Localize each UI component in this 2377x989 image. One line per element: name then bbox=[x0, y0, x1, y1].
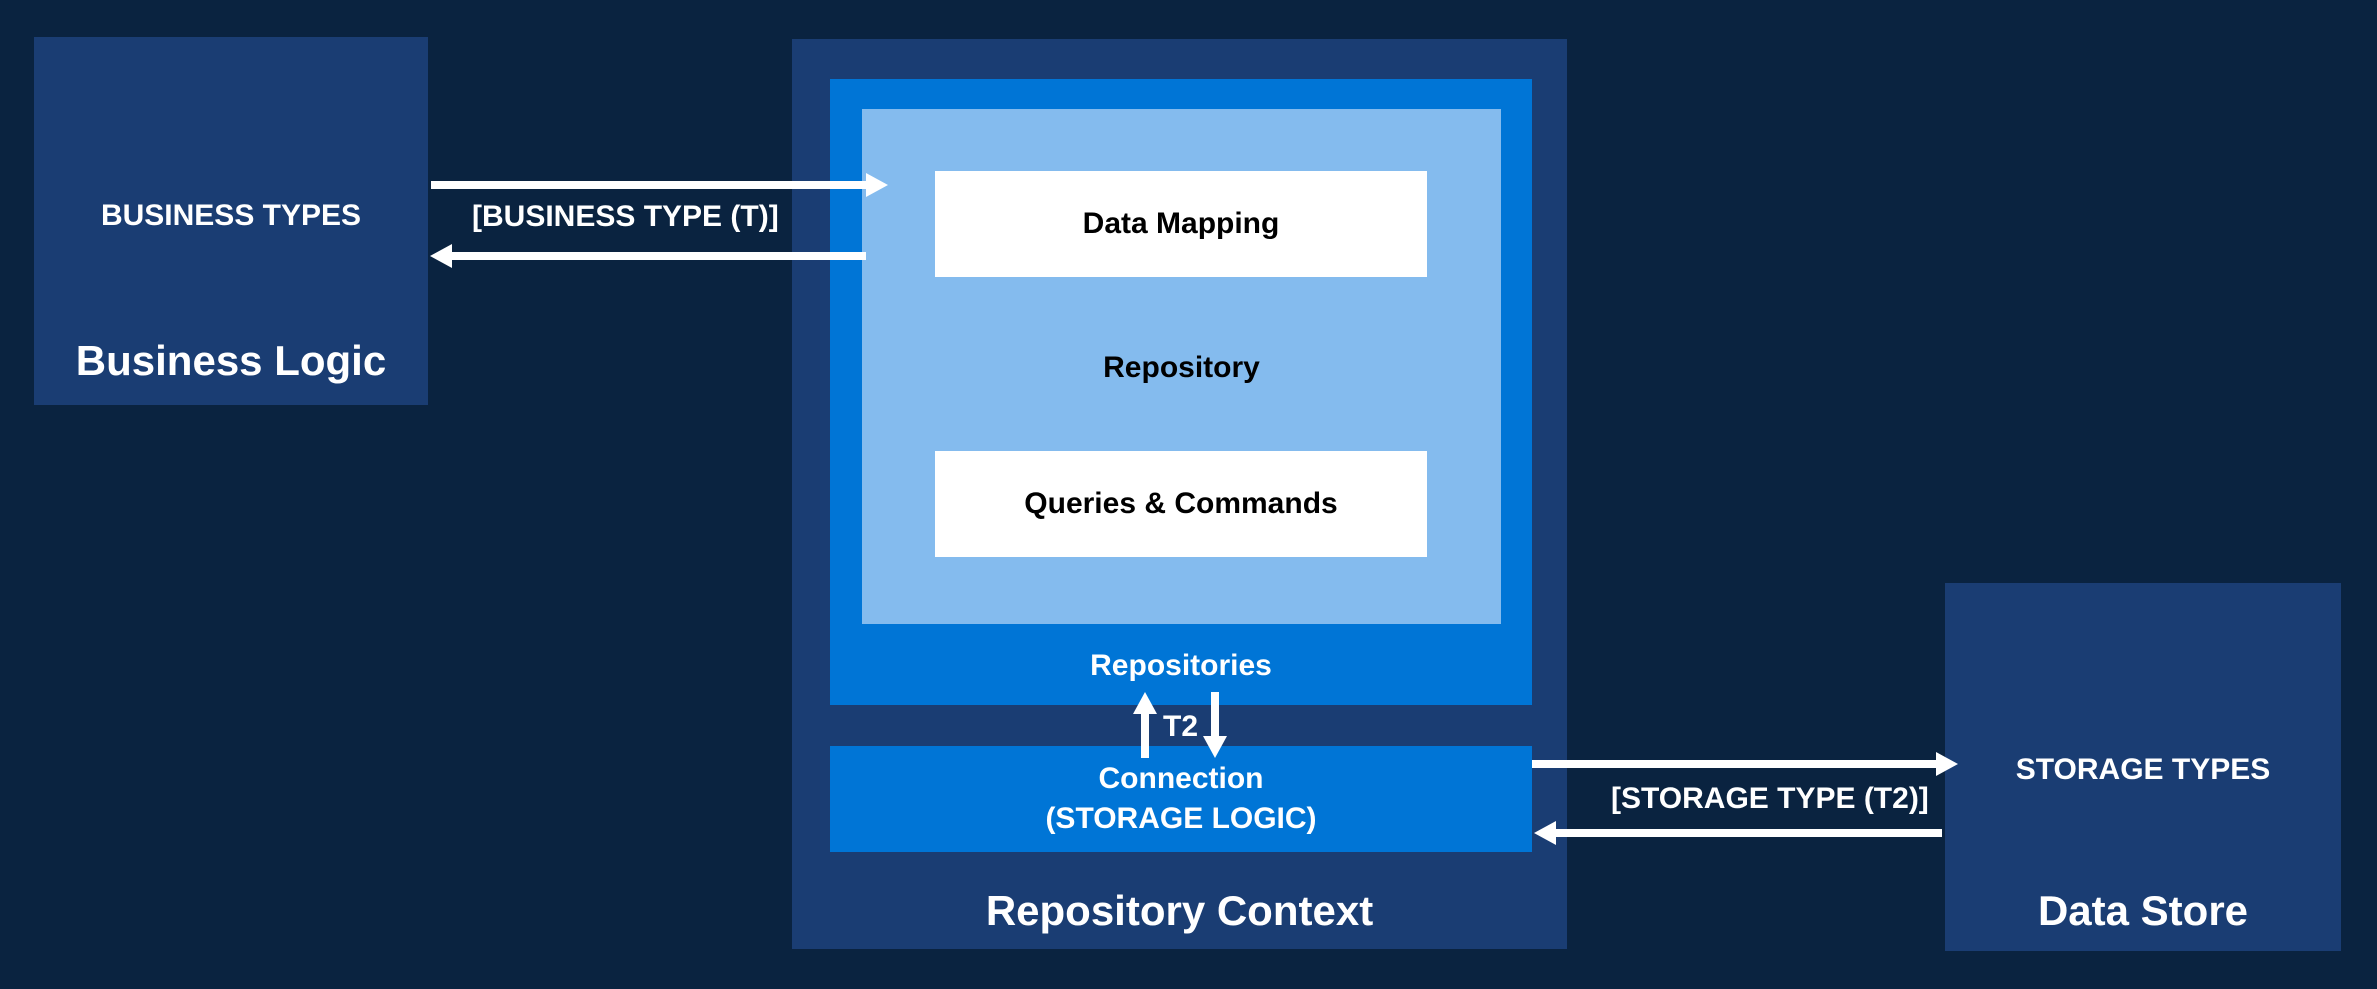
arrow-to-data-store bbox=[1532, 752, 1958, 776]
business-logic-box: BUSINESS TYPES Business Logic bbox=[34, 37, 428, 405]
arrow-to-connection bbox=[1534, 821, 1942, 845]
storage-types-label: STORAGE TYPES bbox=[2015, 753, 2271, 786]
storage-type-link-label: [STORAGE TYPE (T2)] bbox=[1611, 782, 1929, 815]
t2-label: T2 bbox=[1163, 710, 1199, 743]
data-store-box: STORAGE TYPES Data Store bbox=[1945, 583, 2341, 951]
connection-box: Connection (STORAGE LOGIC) bbox=[830, 746, 1532, 852]
connection-label: Connection bbox=[1098, 762, 1264, 795]
storage-logic-label: (STORAGE LOGIC) bbox=[1045, 802, 1317, 835]
business-types-label: BUSINESS TYPES bbox=[100, 199, 362, 232]
queries-commands-box: Queries & Commands bbox=[935, 451, 1427, 557]
repository-context-title: Repository Context bbox=[985, 887, 1374, 934]
queries-commands-label: Queries & Commands bbox=[1024, 487, 1338, 520]
repository-label: Repository bbox=[1103, 351, 1260, 384]
business-logic-title: Business Logic bbox=[75, 337, 387, 384]
data-mapping-box: Data Mapping bbox=[935, 171, 1427, 277]
business-type-link-label: [BUSINESS TYPE (T)] bbox=[472, 200, 779, 233]
data-mapping-label: Data Mapping bbox=[1082, 207, 1280, 240]
data-store-title: Data Store bbox=[2037, 887, 2249, 934]
repositories-label: Repositories bbox=[1090, 649, 1272, 682]
